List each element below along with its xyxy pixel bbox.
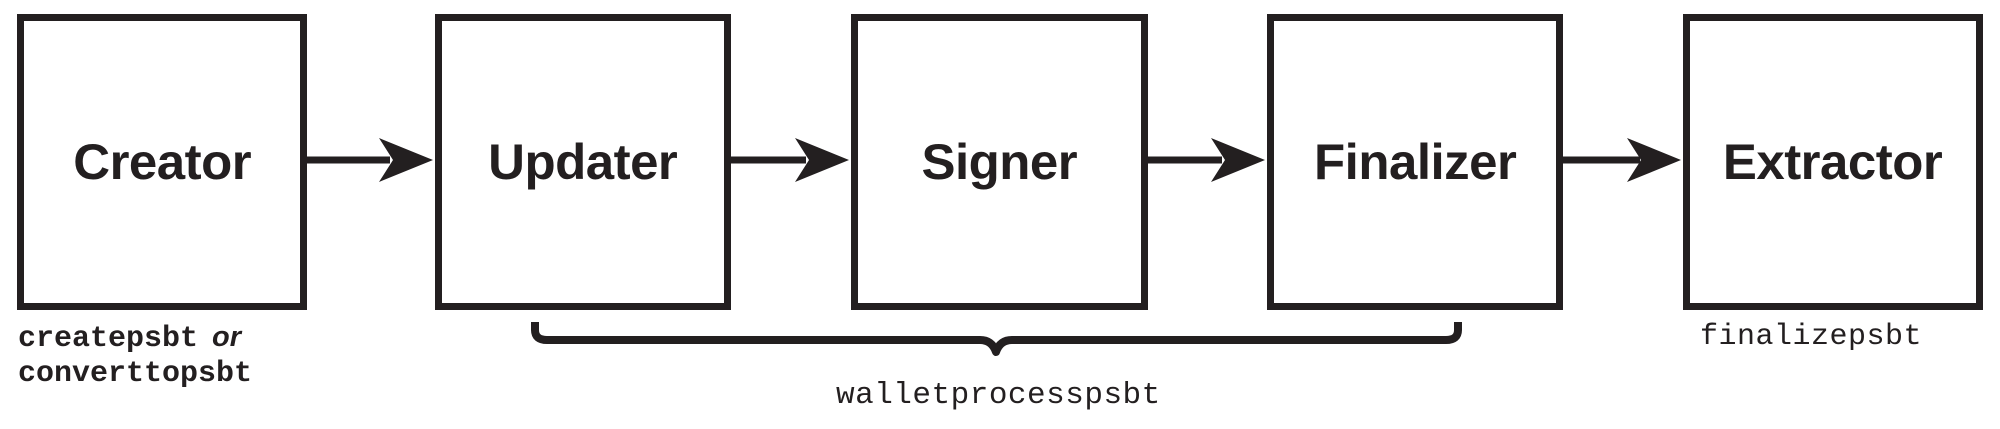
stage-box-creator[interactable]: Creator [17, 14, 307, 310]
stage-label-signer: Signer [921, 134, 1078, 190]
stage-box-finalizer[interactable]: Finalizer [1267, 14, 1563, 310]
stage-box-extractor[interactable]: Extractor [1683, 14, 1983, 310]
arrow-creator-to-updater [307, 138, 433, 182]
caption-brace-command: walletprocesspsbt [836, 378, 1161, 413]
grouping-brace [531, 322, 1462, 356]
arrow-signer-to-finalizer [1148, 138, 1265, 182]
caption-creator-line-1: createpsbt or [18, 320, 252, 357]
creator-command-createpsbt: createpsbt [18, 322, 199, 356]
stage-label-extractor: Extractor [1723, 134, 1943, 190]
creator-command-converttopsbt: converttopsbt [18, 357, 253, 392]
stage-label-updater: Updater [488, 134, 678, 190]
stage-box-updater[interactable]: Updater [435, 14, 731, 310]
arrow-finalizer-to-extractor [1563, 138, 1681, 182]
caption-creator-line-2: converttopsbt [18, 357, 252, 392]
stage-label-creator: Creator [73, 134, 251, 190]
arrow-updater-to-signer [731, 138, 849, 182]
stage-label-finalizer: Finalizer [1313, 134, 1517, 190]
stage-box-signer[interactable]: Signer [851, 14, 1148, 310]
caption-creator-commands: createpsbt or converttopsbt [18, 320, 252, 393]
creator-command-joiner: or [212, 321, 242, 353]
caption-extractor-command: finalizepsbt [1700, 320, 1923, 354]
